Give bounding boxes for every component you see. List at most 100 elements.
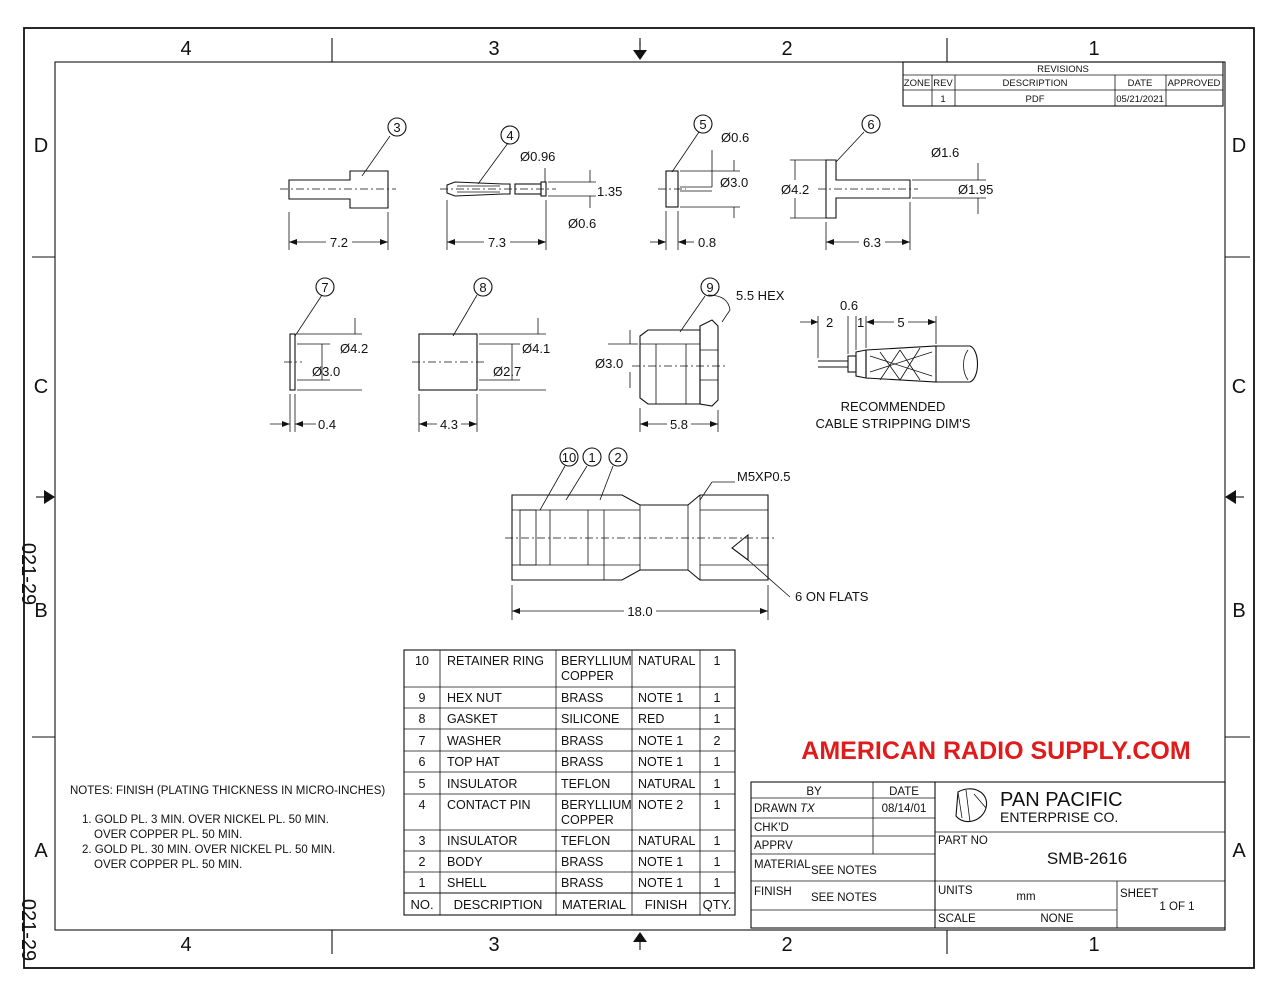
bom-header-qty: QTY. [703,897,732,912]
bom-row-3-mat1: TEFLON [561,834,610,848]
bom-row-1-mat1: BRASS [561,876,603,890]
bom-row-3-no: 3 [419,834,426,848]
bom-header-material: MATERIAL [562,897,626,912]
tb-company-name: PAN PACIFIC [1000,789,1123,811]
rev-header-zone: ZONE [904,78,930,89]
bom-row-5-desc: INSULATOR [447,777,517,791]
balloon-6: 6 [867,117,874,132]
bom-row-2-mat1: BRASS [561,855,603,869]
bom-row-2-desc: BODY [447,855,483,869]
p4-length-dim: 7.3 [488,235,506,250]
tb-scale-label: SCALE [938,913,976,925]
p9-dim-d30: Ø3.0 [595,356,623,371]
zone-col-2-top: 2 [781,38,792,60]
side-code-lower: 021-29 [17,899,39,961]
balloon-9: 9 [706,280,713,295]
part-3-insulator-view: 7.2 3 [280,117,407,250]
bom-row-3-qty: 1 [714,834,721,848]
bom-row-5-finish: NATURAL [638,777,695,791]
tb-material-label: MATERIAL [754,859,811,871]
bom-row-10-mat1: BERYLLIUM [561,654,632,668]
bom-row-4-qty: 1 [714,798,721,812]
p5-dim-d06: Ø0.6 [721,130,749,145]
balloon-1: 1 [588,450,595,465]
tb-chkd-label: CHK'D [754,822,789,834]
strip-dim-2: 2 [826,315,833,330]
tb-units-value: mm [1016,891,1035,903]
bom-row-8-desc: GASKET [447,712,498,726]
note-line-1: 1. GOLD PL. 3 MIN. OVER NICKEL PL. 50 MI… [82,814,329,826]
strip-caption-2: CABLE STRIPPING DIM'S [816,416,971,431]
p7-length-dim: 0.4 [318,417,336,432]
bom-row-4-mat2: COPPER [561,813,614,827]
strip-dim-1: 1 [857,315,864,330]
p6-dim-d195: Ø1.95 [958,182,993,197]
tb-drawn-label: DRAWN [754,803,797,815]
cable-stripping-view: 2 1 0.6 5 RECOMMENDED CABLE STRIPPING DI… [800,298,979,431]
p9-hex-label: 5.5 HEX [736,288,785,303]
tb-part-no-label: PART NO [938,835,988,847]
p4-dim-d096: Ø0.96 [520,149,555,164]
zone-col-3-bottom: 3 [488,934,499,956]
zone-col-3-top: 3 [488,38,499,60]
bom-row-6-finish: NOTE 1 [638,755,683,769]
bom-row-8-mat1: SILICONE [561,712,619,726]
bom-row-9-finish: NOTE 1 [638,691,683,705]
revisions-title: REVISIONS [1037,64,1089,75]
tb-by-label: BY [806,786,822,798]
bom-row-10-qty: 1 [714,654,721,668]
p9-length-dim: 5.8 [670,417,688,432]
strip-dim-5: 5 [897,315,904,330]
rev-header-description: DESCRIPTION [1003,78,1068,89]
side-code-upper: 021-29 [17,543,39,605]
bom-row-6-desc: TOP HAT [447,755,500,769]
finish-notes: NOTES: FINISH (PLATING THICKNESS IN MICR… [70,785,385,871]
p8-length-dim: 4.3 [440,417,458,432]
p8-dim-d41: Ø4.1 [522,341,550,356]
bom-row-4-finish: NOTE 2 [638,798,683,812]
notes-title: NOTES: FINISH (PLATING THICKNESS IN MICR… [70,785,385,797]
zone-row-a-right: A [1232,840,1246,862]
bom-row-6-mat1: BRASS [561,755,603,769]
tb-apprv-label: APPRV [754,840,793,852]
tb-drawn-by: TX [800,803,816,815]
balloon-8: 8 [479,280,486,295]
balloon-4: 4 [506,128,513,143]
p5-dim-d30: Ø3.0 [720,175,748,190]
bom-row-4-mat1: BERYLLIUM [561,798,632,812]
strip-dim-06: 0.6 [840,298,858,313]
bom-row-4-no: 4 [419,798,426,812]
bom-row-7-qty: 2 [714,734,721,748]
bom-row-10-no: 10 [415,654,429,668]
tb-scale-value: NONE [1040,913,1074,925]
tb-part-number: SMB-2616 [1047,849,1127,868]
rev-row-description: PDF [1026,94,1045,105]
zone-col-1-bottom: 1 [1088,934,1099,956]
bom-row-7-no: 7 [419,734,426,748]
bom-row-2-no: 2 [419,855,426,869]
bom-row-2-finish: NOTE 1 [638,855,683,869]
bom-row-3-desc: INSULATOR [447,834,517,848]
bom-row-5-mat1: TEFLON [561,777,610,791]
tb-date-label: DATE [889,786,919,798]
p6-dim-d16: Ø1.6 [931,145,959,160]
p7-dim-d42: Ø4.2 [340,341,368,356]
note-line-2: OVER COPPER PL. 50 MIN. [94,829,242,841]
strip-caption-1: RECOMMENDED [841,399,946,414]
tb-finish-value: SEE NOTES [811,892,877,904]
bom-row-7-finish: NOTE 1 [638,734,683,748]
p5-length-dim: 0.8 [698,235,716,250]
p4-dim-d06: Ø0.6 [568,216,596,231]
zone-row-d-right: D [1232,135,1246,157]
bom-row-3-finish: NATURAL [638,834,695,848]
bom-row-9-mat1: BRASS [561,691,603,705]
p6-dim-d42: Ø4.2 [781,182,809,197]
part-7-washer-view: Ø4.2 Ø3.0 0.4 7 [270,277,368,432]
bom-row-8-finish: RED [638,712,664,726]
bom-row-10-desc: RETAINER RING [447,654,544,668]
bom-header-no: NO. [410,897,433,912]
bom-row-7-desc: WASHER [447,734,501,748]
note-line-4: OVER COPPER PL. 50 MIN. [94,859,242,871]
bom-row-4-desc: CONTACT PIN [447,798,531,812]
part-9-hex-nut-view: Ø3.0 5.8 5.5 HEX 9 [595,277,785,432]
